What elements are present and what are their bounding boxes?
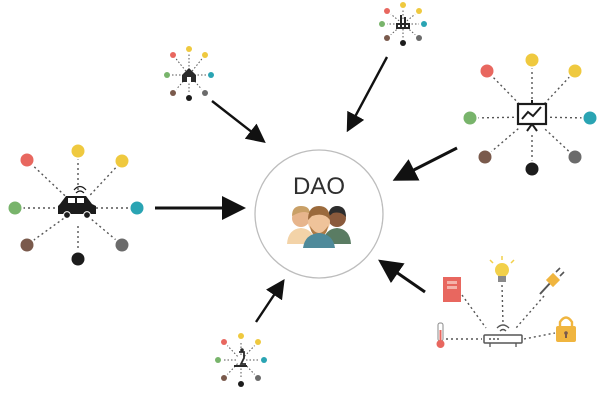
factory-connector — [390, 13, 400, 22]
presentation-node-black — [525, 162, 539, 176]
lab-node-black — [238, 381, 244, 387]
lab-connector — [244, 345, 255, 357]
vehicle-node-red — [20, 153, 34, 167]
home-node-yellow — [202, 52, 208, 58]
dao-node: DAO — [254, 149, 384, 279]
lab-node-gray — [255, 375, 261, 381]
presentation-node-gray — [568, 150, 582, 164]
home-connector — [175, 58, 187, 72]
vehicle-node-yellow — [71, 144, 85, 158]
vehicle-connector — [91, 219, 116, 241]
factory-connector — [406, 13, 416, 22]
factory-cluster — [379, 2, 427, 46]
presentation-node-brown — [478, 150, 492, 164]
home-node-yellow — [186, 46, 192, 52]
vehicle-connector — [33, 218, 64, 241]
factory-node-gray — [416, 35, 422, 41]
home-connector — [191, 78, 203, 90]
factory-icon — [396, 15, 410, 29]
house-icon — [182, 68, 196, 82]
padlock-icon — [556, 316, 576, 342]
presentation-node-teal — [583, 111, 597, 125]
arrow-iot-devices — [378, 259, 426, 294]
clusters-layer — [8, 2, 597, 387]
lab-node-red — [221, 339, 227, 345]
lab-connector — [227, 345, 238, 357]
factory-node-brown — [384, 35, 390, 41]
home-node-teal — [208, 72, 214, 78]
battery-icon — [443, 277, 461, 302]
presentation-connector — [549, 116, 582, 119]
lab-node-brown — [221, 375, 227, 381]
lab-connector — [227, 363, 238, 375]
home-node-black — [186, 95, 192, 101]
router-icon — [483, 324, 523, 347]
vehicle-node-brown — [20, 238, 34, 252]
factory-node-black — [400, 40, 406, 46]
home-connector — [191, 58, 203, 72]
dao-label: DAO — [293, 173, 345, 200]
factory-node-yellow — [400, 2, 406, 8]
arrow-factory — [346, 56, 389, 133]
iot-devices-cluster — [436, 256, 576, 348]
vehicle-cluster — [8, 144, 144, 266]
lab-node-yellow — [255, 339, 261, 345]
people-group-icon — [287, 206, 351, 248]
presentation-chart-icon — [516, 100, 548, 132]
car-icon — [58, 185, 96, 219]
vehicle-connector — [89, 166, 117, 196]
presentation-connector — [492, 76, 520, 105]
home-node-gray — [202, 90, 208, 96]
factory-node-yellow — [416, 8, 422, 14]
presentation-connector — [491, 128, 519, 153]
vehicle-node-yellow — [115, 154, 129, 168]
lab-node-yellow — [238, 333, 244, 339]
home-connector — [175, 78, 187, 90]
factory-node-teal — [421, 21, 427, 27]
iot-connectors — [446, 284, 556, 340]
plug-icon — [539, 267, 565, 295]
arrows — [155, 56, 458, 323]
presentation-connector — [543, 76, 570, 105]
presentation-node-green — [463, 111, 477, 125]
lab-node-green — [215, 357, 221, 363]
home-node-red — [170, 52, 176, 58]
presentation-connector — [478, 116, 515, 119]
home-node-green — [164, 72, 170, 78]
lightbulb-icon — [489, 256, 515, 282]
lab-connector — [244, 363, 255, 375]
vehicle-node-black — [71, 252, 85, 266]
presentation-node-yellow — [568, 64, 582, 78]
vehicle-node-teal — [130, 201, 144, 215]
microscope-icon — [234, 348, 247, 367]
lab-cluster — [215, 333, 267, 387]
factory-node-red — [384, 8, 390, 14]
presentation-cluster — [463, 53, 597, 176]
arrow-home — [211, 100, 266, 143]
lab-node-teal — [261, 357, 267, 363]
presentation-connector — [544, 128, 570, 152]
home-node-brown — [170, 90, 176, 96]
factory-node-green — [379, 21, 385, 27]
vehicle-connector — [32, 165, 66, 197]
presentation-node-yellow — [525, 53, 539, 67]
thermometer-icon — [436, 322, 445, 348]
vehicle-node-gray — [115, 238, 129, 252]
vehicle-node-green — [8, 201, 22, 215]
presentation-node-red — [480, 64, 494, 78]
arrow-lab — [255, 279, 285, 323]
arrow-presentation — [392, 146, 458, 181]
home-cluster — [164, 46, 214, 101]
